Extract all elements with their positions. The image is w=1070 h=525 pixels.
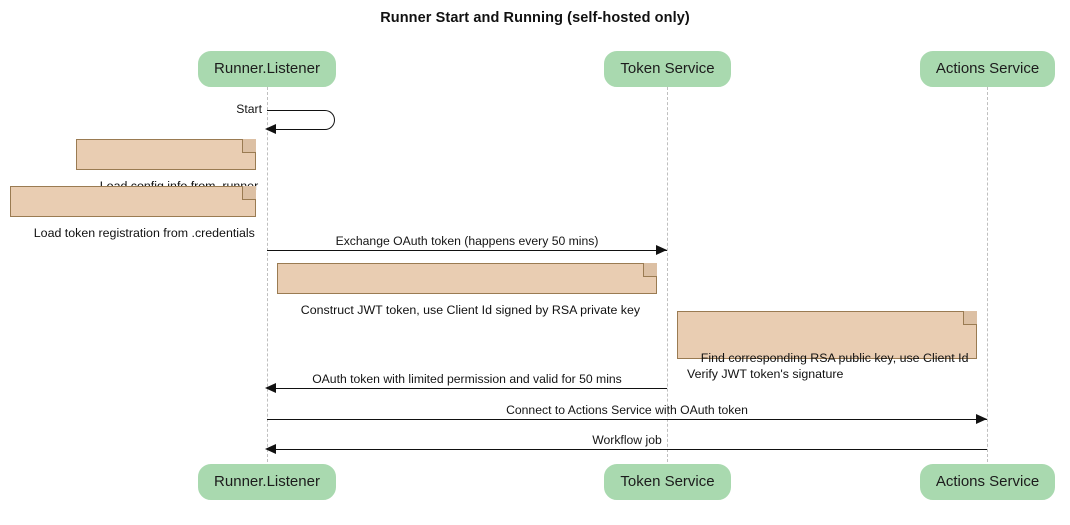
participant-token-top-label: Token Service — [620, 60, 715, 77]
message-line-oauth-token-response — [267, 388, 667, 389]
participant-actions-bottom-label: Actions Service — [935, 473, 1040, 490]
message-label-connect-actions-service: Connect to Actions Service with OAuth to… — [506, 403, 748, 417]
participant-runner-bottom[interactable]: Runner.Listener — [198, 464, 336, 500]
arrowhead-connect-actions-service — [976, 414, 987, 424]
note-construct-jwt-text: Construct JWT token, use Client Id signe… — [300, 303, 641, 317]
arrowhead-workflow-job — [265, 444, 276, 454]
participant-token-bottom[interactable]: Token Service — [604, 464, 731, 500]
note-fold-icon — [242, 186, 256, 200]
note-load-config: Load config info from .runner — [76, 139, 258, 193]
note-load-token-registration: Load token registration from .credential… — [10, 186, 256, 240]
arrowhead-oauth-token-response — [265, 383, 276, 393]
note-verify-jwt: Find corresponding RSA public key, use C… — [677, 311, 977, 381]
note-verify-jwt-text: Find corresponding RSA public key, use C… — [687, 351, 969, 381]
message-label-start: Start — [236, 102, 262, 116]
note-construct-jwt: Construct JWT token, use Client Id signe… — [277, 263, 657, 317]
message-label-exchange-oauth-token: Exchange OAuth token (happens every 50 m… — [335, 234, 599, 248]
message-line-connect-actions-service — [267, 419, 987, 420]
arrowhead-exchange-oauth-token — [656, 245, 667, 255]
lifeline-actions — [987, 87, 988, 462]
diagram-title: Runner Start and Running (self-hosted on… — [380, 10, 690, 26]
note-fold-icon — [643, 263, 657, 277]
message-line-exchange-oauth-token — [267, 250, 667, 251]
message-self-start — [267, 110, 335, 130]
arrowhead-start — [265, 124, 276, 134]
lifeline-token — [667, 87, 668, 462]
lifeline-runner — [267, 87, 268, 462]
message-label-oauth-token-response: OAuth token with limited permission and … — [312, 372, 622, 386]
participant-runner-top-label: Runner.Listener — [214, 60, 320, 77]
note-load-token-registration-text: Load token registration from .credential… — [33, 226, 255, 240]
participant-runner-bottom-label: Runner.Listener — [214, 473, 320, 490]
participant-token-bottom-label: Token Service — [620, 473, 715, 490]
message-line-workflow-job — [267, 449, 987, 450]
message-label-workflow-job: Workflow job — [592, 433, 662, 447]
participant-actions-top-label: Actions Service — [935, 60, 1040, 77]
note-fold-icon — [242, 139, 256, 153]
note-fold-icon — [963, 311, 977, 325]
participant-actions-bottom[interactable]: Actions Service — [920, 464, 1055, 500]
participant-runner-top[interactable]: Runner.Listener — [198, 51, 336, 87]
participant-token-top[interactable]: Token Service — [604, 51, 731, 87]
participant-actions-top[interactable]: Actions Service — [920, 51, 1055, 87]
